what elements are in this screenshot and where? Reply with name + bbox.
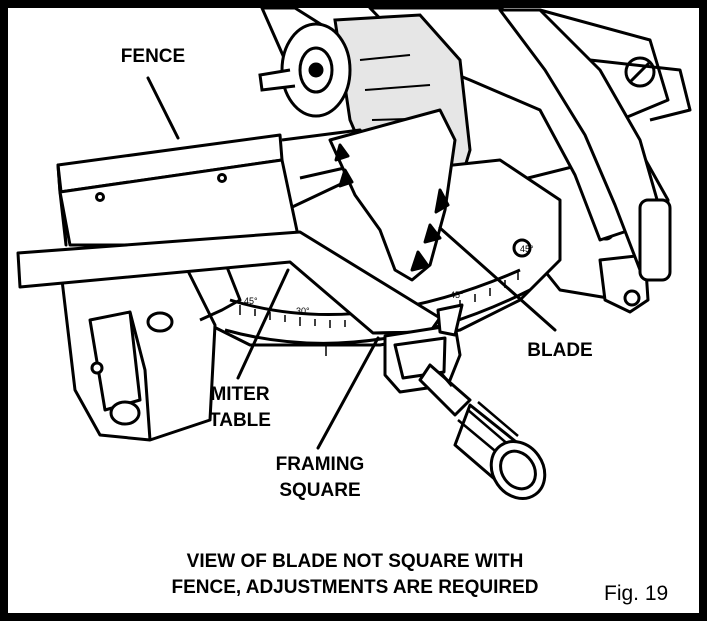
label-fence: FENCE bbox=[121, 46, 185, 67]
scale-label-far-right-45: 45° bbox=[520, 244, 534, 254]
label-blade: BLADE bbox=[527, 340, 592, 361]
label-miter-line1: MITER bbox=[210, 384, 269, 405]
leader-blade bbox=[438, 226, 557, 332]
saw-base-left bbox=[60, 253, 242, 442]
label-framing-line1: FRAMING bbox=[276, 454, 365, 475]
leader-miter-table bbox=[236, 268, 290, 380]
label-framing-line2: SQUARE bbox=[279, 480, 360, 501]
scale-label-left-45: 45° bbox=[244, 296, 258, 306]
caption-line2: FENCE, ADJUSTMENTS ARE REQUIRED bbox=[171, 577, 538, 598]
saw-blade bbox=[328, 108, 457, 282]
figure-label: Fig. 19 bbox=[604, 582, 668, 605]
scale-label-right-45: 45° bbox=[450, 290, 464, 300]
guard-ribs bbox=[359, 54, 450, 151]
miter-scale bbox=[239, 272, 519, 356]
guard-linkage bbox=[258, 6, 352, 118]
leader-lines bbox=[146, 76, 557, 450]
miter-handle-knob bbox=[418, 363, 547, 500]
leader-framing-square bbox=[316, 336, 380, 450]
scale-label-left-30: 30° bbox=[296, 306, 310, 316]
label-miter-line2: TABLE bbox=[209, 410, 271, 431]
caption-line1: VIEW OF BLADE NOT SQUARE WITH bbox=[187, 551, 524, 572]
leader-fence bbox=[146, 76, 180, 140]
